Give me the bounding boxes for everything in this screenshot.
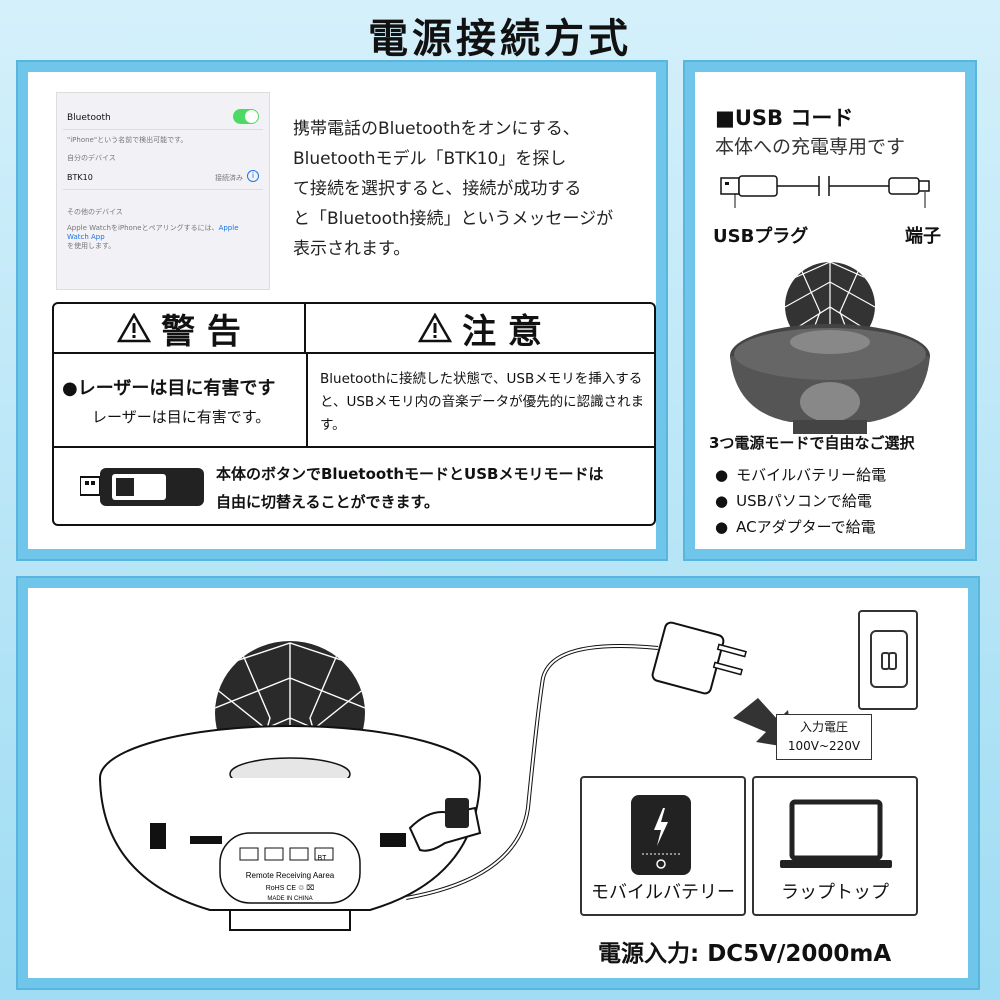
power-mode-title: 3つ電源モードで自由なご選択: [709, 434, 915, 452]
certification-label: RoHS CE ♲ ⌧: [266, 884, 315, 892]
speaker-large-illustration: BT Remote Receiving Aarea RoHS CE ♲ ⌧ MA…: [99, 641, 482, 931]
apple-watch-app-link[interactable]: Apple Watch App: [67, 224, 239, 241]
page-title: 電源接続方式: [368, 16, 632, 62]
power-input-spec: 電源入力: DC5V/2000mA: [598, 941, 892, 967]
mode-switch-text: 本体のボタンでBluetoothモードとUSBメモリモードは 自由に切替えること…: [216, 465, 604, 511]
bluetooth-instructions: 携帯電話のBluetoothをオンにする、 Bluetoothモデル「BTK10…: [293, 119, 614, 259]
usb-cable-icon: [720, 175, 930, 208]
input-voltage-box: 入力電圧 100V~220V: [776, 714, 872, 760]
warning-header: 警 告: [54, 304, 306, 354]
pair-note: Apple WatchをiPhoneとペアリングするには、Apple Watch…: [67, 224, 239, 250]
port-label: 端子: [905, 226, 941, 247]
wall-outlet-icon: [858, 610, 918, 710]
mobile-battery-label: モバイルバテリー: [591, 882, 735, 903]
made-in-label: MADE IN CHINA: [267, 896, 312, 902]
other-devices-heading: その他のデバイス: [67, 208, 123, 216]
caution-header: 注 意: [306, 304, 654, 354]
discoverable-note: "iPhone"という名前で検出可能です。: [67, 136, 188, 144]
laser-warning-title: ●レーザーは目に有害です: [62, 378, 276, 399]
phone-bluetooth-screenshot: Bluetooth "iPhone"という名前で検出可能です。 自分のデバイス …: [56, 92, 270, 290]
power-mode-list: モバイルバテリー給電 USBパソコンで給電 ACアダプターで給電: [715, 462, 886, 540]
list-item: ACアダプターで給電: [715, 514, 886, 540]
laptop-box: ラップトップ: [752, 776, 918, 916]
laptop-label: ラップトップ: [781, 882, 889, 903]
device-status: 接続済み: [215, 174, 243, 182]
list-item: モバイルバテリー給電: [715, 462, 886, 488]
caution-text: Bluetoothに接続した状態で、USBメモリを挿入すると、USBメモリ内の音…: [320, 371, 645, 433]
my-devices-heading: 自分のデバイス: [67, 154, 116, 162]
laptop-icon: [780, 799, 892, 868]
usb-stick-icon: [80, 468, 204, 506]
bluetooth-setting-label: Bluetooth: [67, 113, 111, 123]
list-item: USBパソコンで給電: [715, 488, 886, 514]
warning-triangle-icon: [117, 313, 152, 343]
bt-button-label: BT: [318, 855, 328, 862]
warning-table: 警 告 注 意 ●レーザーは目に有害です レーザーは目に有害です。 Blueto…: [52, 302, 656, 526]
power-connection-panel: BT Remote Receiving Aarea RoHS CE ♲ ⌧ MA…: [18, 578, 978, 988]
caution-triangle-icon: [418, 313, 453, 343]
info-icon[interactable]: i: [247, 170, 259, 182]
bluetooth-toggle[interactable]: [233, 109, 259, 124]
usb-plug-label: USBプラグ: [713, 226, 809, 247]
speaker-small-illustration: [730, 262, 930, 434]
laser-warning-text: レーザーは目に有害です。: [92, 408, 271, 426]
device-item-btk10[interactable]: BTK10: [67, 173, 93, 182]
mobile-battery-icon: [631, 795, 691, 875]
remote-area-label: Remote Receiving Aarea: [246, 871, 335, 880]
bluetooth-panel: Bluetooth "iPhone"という名前で検出可能です。 自分のデバイス …: [18, 62, 666, 559]
usb-cord-title: ■USB コード: [715, 106, 854, 130]
usb-cord-subtitle: 本体への充電専用です: [715, 136, 906, 158]
usb-cord-panel: ■USB コード 本体への充電専用です USBプラグ 端子 3つ電源モードで自由…: [685, 62, 975, 559]
mobile-battery-box: モバイルバテリー: [580, 776, 746, 916]
